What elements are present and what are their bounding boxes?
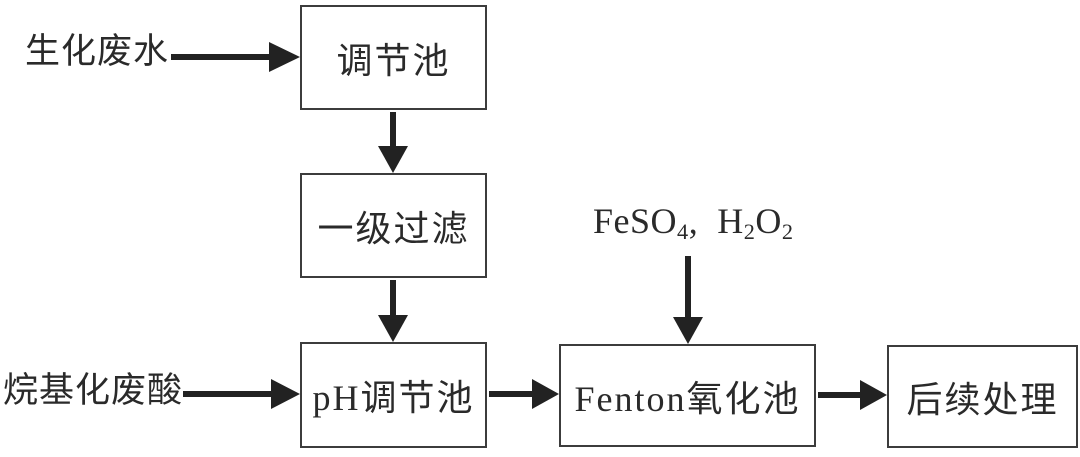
node-fenton-oxidation-tank: Fenton氧化池 [559,344,816,447]
arrow-regulating-tank-to-filtration [378,112,408,173]
node-subsequent-treatment: 后续处理 [887,345,1078,448]
reagents-text-part: , H [688,201,744,241]
reagents-subscript: 4 [677,219,689,245]
arrow-fenton-tank-to-subsequent [818,380,887,410]
node-regulating-tank: 调节池 [300,5,487,110]
arrow-biochem-to-regulating-tank [171,42,300,72]
reagents-subscript: 2 [781,219,794,245]
reagents-text-part: FeSO [593,201,678,241]
node-first-stage-filtration: 一级过滤 [300,173,487,278]
node-ph-regulating-tank: pH调节池 [300,342,487,448]
label-alkylation-waste-acid: 烷基化废酸 [3,371,184,410]
arrow-reagents-to-fenton-tank [673,256,703,344]
label-biochemical-wastewater: 生化废水 [25,32,170,71]
label-reagents-feso4-h2o2: FeSO4, H2O2 [593,201,794,245]
arrow-filtration-to-ph-tank [378,280,408,342]
arrow-acid-to-ph-tank [183,379,300,409]
reagents-text-part: O [755,201,782,241]
reagents-subscript: 2 [743,219,756,245]
arrow-ph-tank-to-fenton-tank [489,379,559,409]
